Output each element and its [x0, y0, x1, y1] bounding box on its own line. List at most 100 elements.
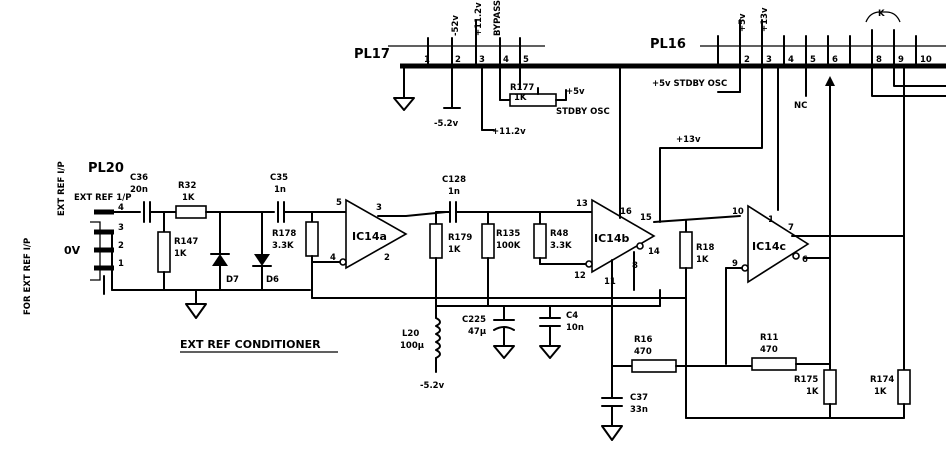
pl16-pin-2: 2 [744, 55, 750, 65]
d6-diode [254, 254, 270, 266]
c37-capacitor [601, 397, 623, 407]
pl20-pin-2: 2 [118, 241, 124, 251]
ic14c-pin10: 10 [732, 207, 744, 217]
d6-ref: D6 [266, 275, 279, 285]
rail-plus5-label: +5v [738, 13, 748, 32]
r48-ref: R48 [550, 229, 568, 239]
ground-symbol-pl17 [393, 97, 415, 111]
ic14b-pin11: 11 [604, 277, 616, 287]
c128-value: 1n [448, 187, 460, 197]
ic14c-amplifier [747, 204, 810, 284]
r178-value: 3.3K [272, 241, 294, 251]
l20-value: 100µ [400, 341, 424, 351]
r135-ref: R135 [496, 229, 520, 239]
side-ext-ref-in: EXT REF I/P [57, 161, 67, 216]
c4-ref: C4 [566, 311, 578, 321]
c225-value: 47µ [468, 327, 486, 337]
ic14b-pin15: 15 [640, 213, 652, 223]
c4-capacitor [539, 317, 561, 327]
c37-value: 33n [630, 405, 648, 415]
ic14c-pin9: 9 [732, 259, 738, 269]
r147-ref: R147 [174, 237, 198, 247]
r135-resistor [481, 223, 495, 259]
pl20-label: PL20 [88, 161, 124, 176]
r177-ref: R177 [510, 83, 534, 93]
r18-ref: R18 [696, 243, 714, 253]
pl16-pin-3: 3 [766, 55, 772, 65]
pl17-pin-4: 4 [503, 55, 509, 65]
ic14b-pin12: 12 [574, 271, 586, 281]
rail-plus5-stdby: +5v STDBY OSC [652, 79, 727, 89]
rail-nc-label: NC [794, 101, 807, 111]
c35-ref: C35 [270, 173, 288, 183]
rail-plus5-r177: +5v [566, 87, 585, 97]
pl16-pin-8: 8 [876, 55, 882, 65]
r174-value: 1K [874, 387, 887, 397]
pl20-pin-1: 1 [118, 259, 124, 269]
r32-value: 1K [182, 193, 195, 203]
l20-inductor [435, 317, 441, 359]
pl16-pin-4: 4 [788, 55, 794, 65]
pl20-pin-3: 3 [118, 223, 124, 233]
r16-ref: R16 [634, 335, 652, 345]
r178-resistor [305, 221, 319, 257]
c35-value: 1n [274, 185, 286, 195]
ic14a-pin5: 5 [336, 198, 342, 208]
ic14b-ref: IC14b [594, 232, 629, 245]
r179-value: 1K [448, 245, 461, 255]
d7-diode [212, 254, 228, 266]
r179-resistor [429, 223, 443, 259]
rail-pos112-bottom: +11.2v [492, 127, 526, 137]
r11-resistor [751, 357, 797, 371]
ic14a-amplifier [345, 198, 408, 270]
ic14a-pin4: 4 [330, 253, 336, 263]
c36-value: 20n [130, 185, 148, 195]
rail-neg52-l20: -5.2v [420, 381, 445, 391]
r11-ref: R11 [760, 333, 778, 343]
r11-value: 470 [760, 345, 778, 355]
ic14c-ref: IC14c [752, 240, 786, 253]
diagram-title: EXT REF CONDITIONER [180, 338, 321, 351]
r18-resistor [679, 231, 693, 269]
l20-ref: L20 [402, 329, 419, 339]
pl17-pin-2: 2 [455, 55, 461, 65]
rail-neg52-bottom: -5.2v [434, 119, 459, 129]
r174-ref: R174 [870, 375, 894, 385]
r175-resistor [823, 369, 837, 405]
r147-value: 1K [174, 249, 187, 259]
r175-ref: R175 [794, 375, 818, 385]
pl16-pin-9: 9 [898, 55, 904, 65]
r178-ref: R178 [272, 229, 296, 239]
r32-ref: R32 [178, 181, 196, 191]
pl16-pin-10: 10 [920, 55, 932, 65]
side-ov: 0V [64, 244, 81, 257]
ic14c-pin1: 1 [768, 215, 774, 225]
pl17-pin-1: 1 [424, 55, 430, 65]
side-ext-ref: EXT REF 1/P [74, 193, 131, 203]
r177-value: 1K [514, 93, 527, 103]
rail-neg52-label: -52v [451, 15, 461, 36]
r174-resistor [897, 369, 911, 405]
rail-bypass-label: BYPASS [493, 0, 503, 36]
r135-value: 100K [496, 241, 521, 251]
ic14b-pin14: 14 [648, 247, 660, 257]
pl20-connector [90, 209, 114, 295]
r179-ref: R179 [448, 233, 472, 243]
ic14b-amplifier [591, 198, 656, 274]
d7-ref: D7 [226, 275, 239, 285]
pl16-connector: 2 3 4 5 6 8 9 10 [700, 19, 946, 67]
rail-plus13-mid: +13v [676, 135, 701, 145]
c128-ref: C128 [442, 175, 466, 185]
rail-pos112-label: +11.2v [474, 2, 484, 36]
r16-resistor [631, 359, 677, 373]
r18-value: 1K [696, 255, 709, 265]
c36-ref: C36 [130, 173, 148, 183]
rail-k-label: K [878, 9, 885, 19]
pl16-label: PL16 [650, 37, 686, 52]
r48-value: 3.3K [550, 241, 572, 251]
pl17-pin-5: 5 [523, 55, 529, 65]
ic14b-pin16: 16 [620, 207, 632, 217]
ground-symbol-input [185, 303, 207, 319]
